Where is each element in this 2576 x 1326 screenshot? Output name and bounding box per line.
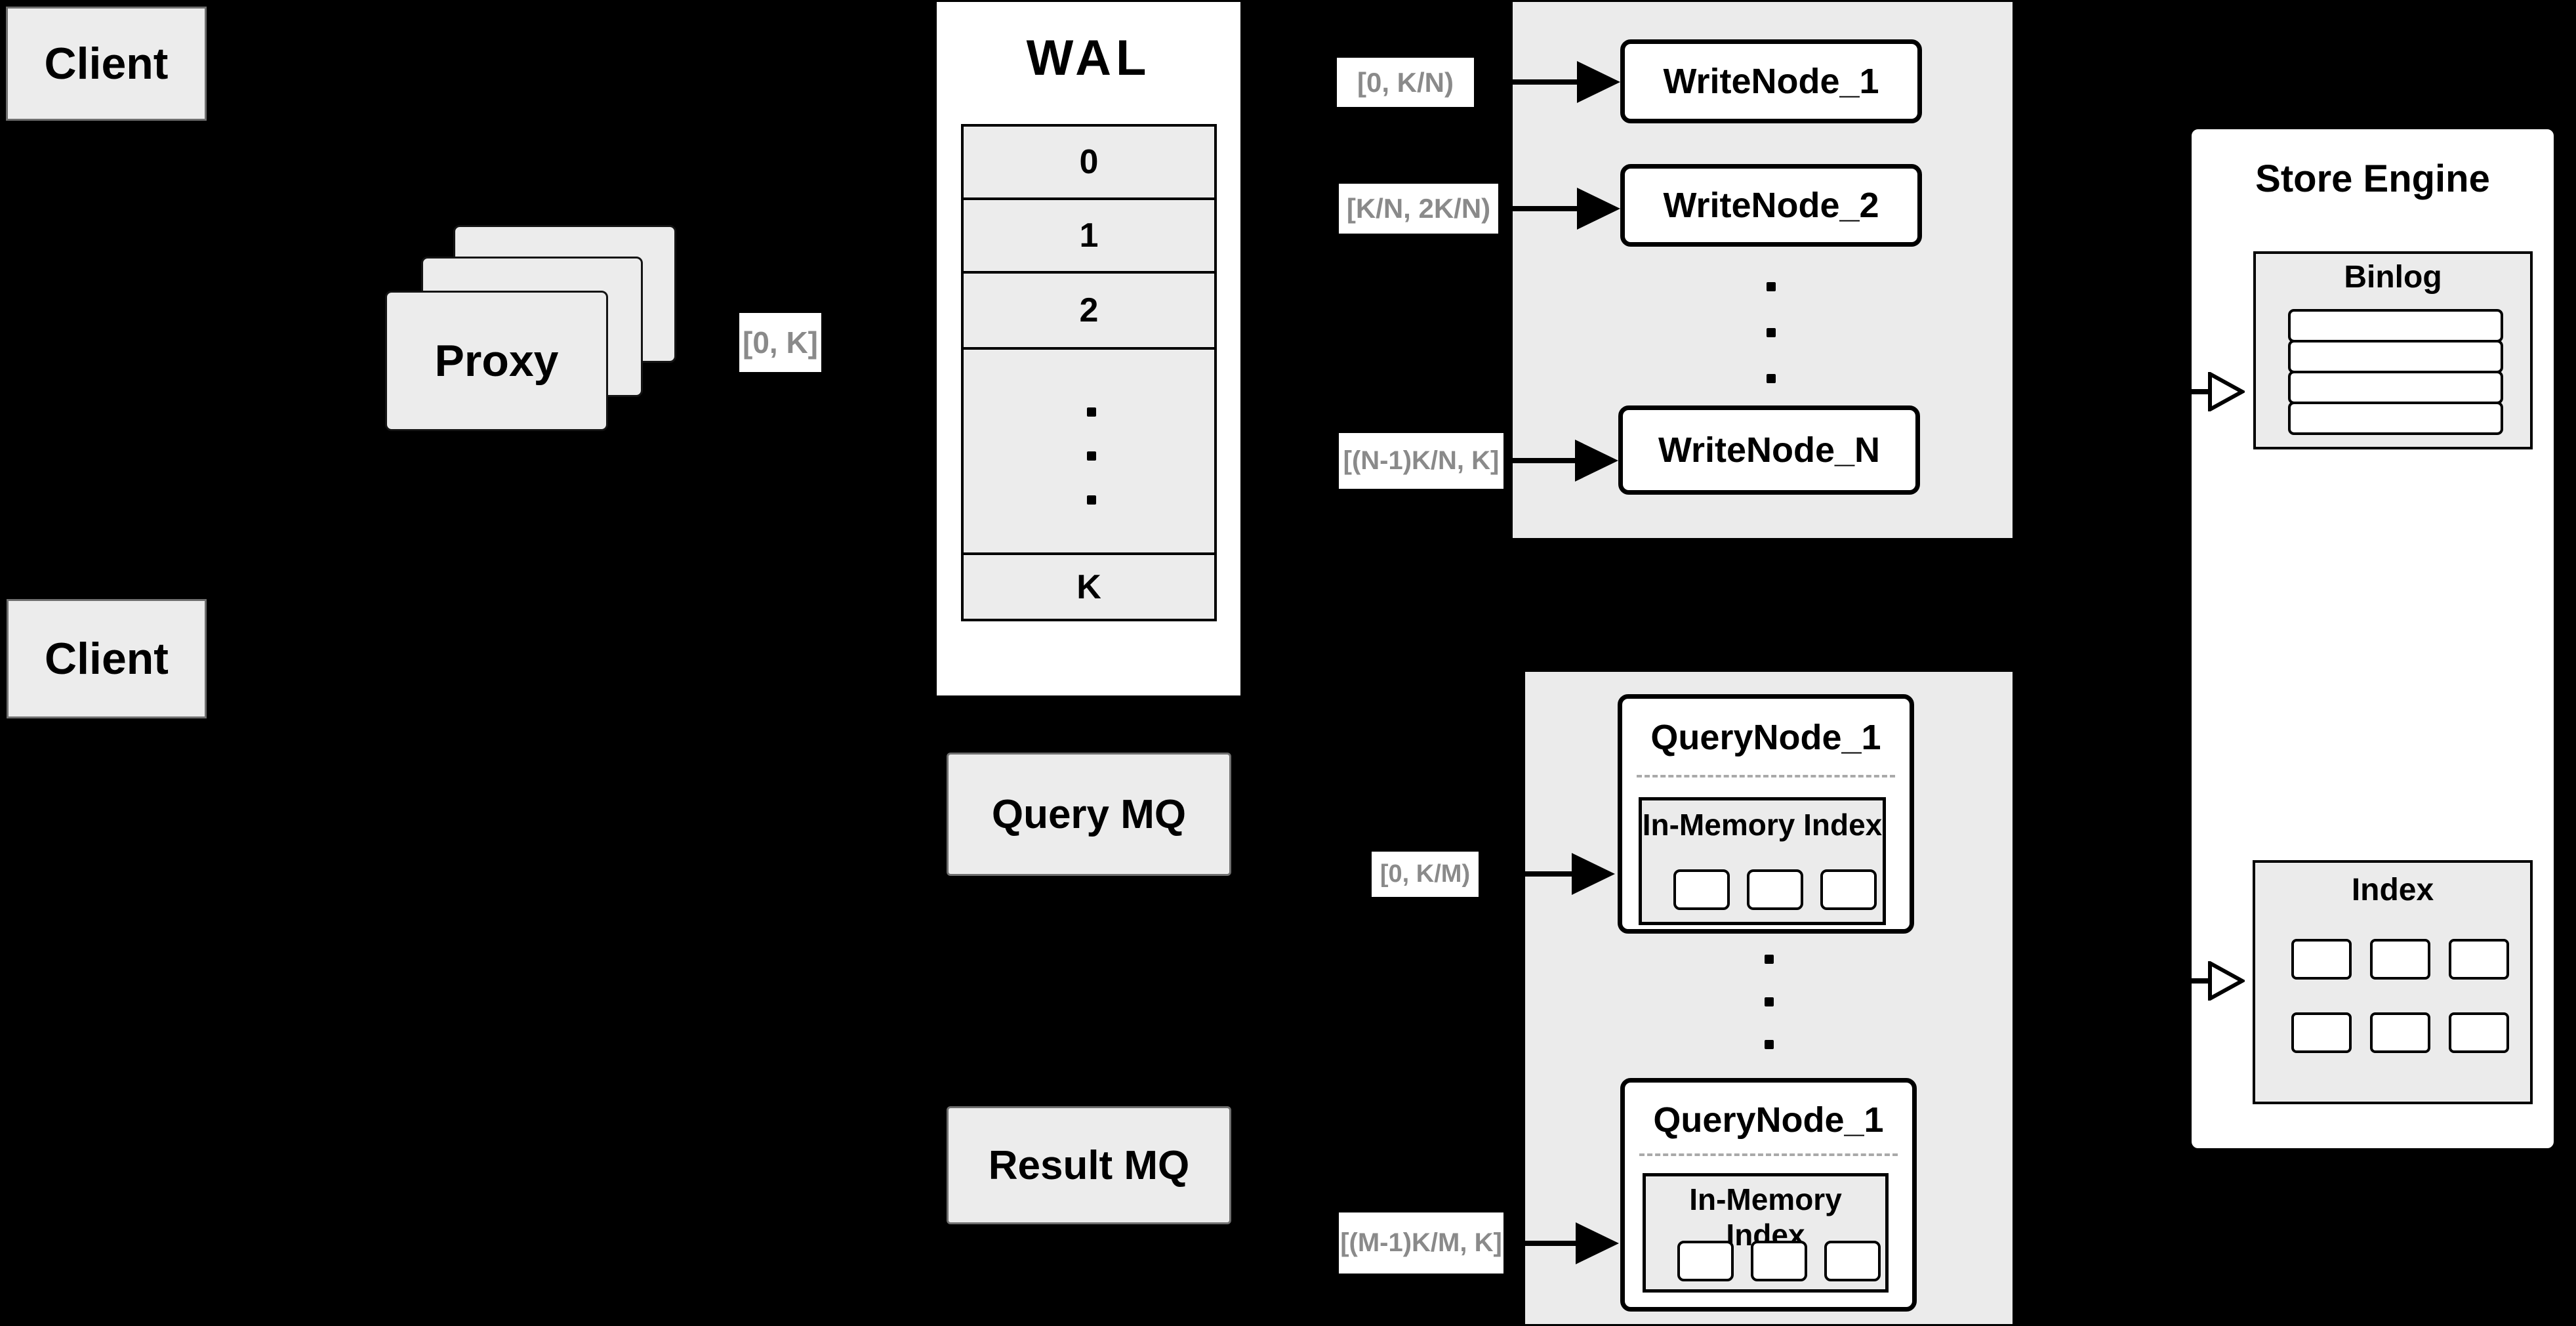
writenode-2-label: WriteNode_2 [1663, 186, 1879, 225]
arrow-to-writenode-n-head [1575, 440, 1618, 482]
arrow-to-writenode-n-shaft [1503, 458, 1576, 463]
store-engine-title: Store Engine [2255, 157, 2490, 200]
binlog-rows [2288, 309, 2503, 435]
querynode-top-divider [1637, 775, 1895, 777]
range-label-proxy-to-wal: [0, K] [739, 313, 821, 372]
arrow-to-querynode-bottom-head [1576, 1222, 1619, 1264]
client-top-node: Client [6, 7, 207, 121]
writenode-1: WriteNode_1 [1620, 39, 1922, 123]
range-label-querynode-top-text: [0, K/M) [1380, 860, 1471, 888]
wal-container: WAL 0 1 2 K [937, 2, 1240, 695]
writenode-ellipsis-dot-3 [1767, 374, 1776, 383]
range-label-writenode-2-text: [K/N, 2K/N) [1346, 193, 1491, 224]
querynode-bottom-segment-chip-3 [1824, 1241, 1881, 1281]
binlog-row-2 [2288, 340, 2503, 373]
writenode-n-label: WriteNode_N [1658, 430, 1881, 470]
wal-row-1: 1 [961, 197, 1217, 274]
index-chip-2 [2370, 939, 2430, 980]
querynode-ellipsis-dot-3 [1765, 1040, 1774, 1049]
range-label-writenode-n: [(N-1)K/N, K] [1339, 433, 1503, 489]
querynode-bottom-divider [1639, 1153, 1898, 1156]
query-mq-node: Query MQ [947, 753, 1231, 876]
range-label-writenode-n-text: [(N-1)K/N, K] [1343, 446, 1500, 475]
querynode-top-segment-chip-2 [1747, 869, 1803, 910]
arrow-to-querynode-top-head [1572, 853, 1615, 895]
index-box: Index [2253, 860, 2533, 1104]
wal-row-1-label: 1 [1079, 217, 1099, 255]
writenode-n: WriteNode_N [1618, 405, 1920, 495]
range-label-querynode-bottom: [(M-1)K/M, K] [1339, 1212, 1503, 1274]
range-label-writenode-1-text: [0, K/N) [1357, 66, 1454, 98]
querynode-top-inmemory-index: In-Memory Index [1639, 797, 1886, 925]
wal-ellipsis-dot-1 [1087, 407, 1096, 417]
writenode-ellipsis-dot-1 [1767, 282, 1776, 291]
range-label-proxy-to-wal-text: [0, K] [743, 325, 818, 360]
arrow-to-index-head [2208, 961, 2245, 1001]
wal-row-2: 2 [961, 271, 1217, 350]
index-chip-6 [2449, 1012, 2509, 1053]
wal-row-0: 0 [961, 124, 1217, 200]
querynode-top: QueryNode_1 In-Memory Index [1618, 694, 1914, 934]
querynode-bottom-segment-chip-2 [1751, 1241, 1807, 1281]
range-label-querynode-bottom-text: [(M-1)K/M, K] [1340, 1228, 1502, 1257]
binlog-title: Binlog [2344, 260, 2442, 295]
wal-title: WAL [1026, 30, 1151, 86]
wal-ellipsis-dot-2 [1087, 451, 1096, 461]
arrow-to-binlog-shaft [2125, 389, 2211, 394]
wal-table: 0 1 2 K [961, 124, 1217, 621]
writenode-1-label: WriteNode_1 [1663, 62, 1879, 101]
binlog-row-4 [2288, 402, 2503, 435]
arrow-to-binlog-head [2208, 372, 2245, 411]
index-title: Index [2351, 873, 2434, 907]
querynode-top-segment-chip-1 [1673, 869, 1730, 910]
result-mq-node: Result MQ [947, 1106, 1231, 1224]
querynode-bottom-segment-chip-1 [1677, 1241, 1734, 1281]
store-engine-container: Store Engine Binlog Index [2189, 127, 2556, 1151]
index-chip-1 [2291, 939, 2352, 980]
querynode-top-segment-chip-3 [1820, 869, 1877, 910]
querynode-bottom-title: QueryNode_1 [1653, 1100, 1884, 1140]
writenode-2: WriteNode_2 [1620, 164, 1922, 247]
querynode-bottom: QueryNode_1 In-Memory Index [1620, 1078, 1917, 1312]
proxy-node: Proxy [385, 291, 608, 431]
wal-row-ellipsis [961, 347, 1217, 555]
range-label-writenode-1: [0, K/N) [1337, 58, 1474, 107]
querynode-ellipsis-dot-1 [1765, 955, 1774, 964]
arrow-to-index-shaft [2125, 978, 2211, 984]
wal-row-0-label: 0 [1079, 143, 1099, 181]
wal-row-k-label: K [1076, 568, 1101, 606]
client-top-label: Client [44, 39, 169, 89]
index-chip-3 [2449, 939, 2509, 980]
arrow-to-writenode-2-head [1577, 188, 1620, 230]
range-label-querynode-top: [0, K/M) [1372, 852, 1479, 897]
client-bottom-label: Client [45, 634, 169, 684]
arrow-to-querynode-bottom-shaft [1503, 1241, 1577, 1246]
binlog-row-3 [2288, 371, 2503, 404]
querynode-bottom-inmemory-index: In-Memory Index [1643, 1173, 1889, 1293]
client-bottom-node: Client [7, 599, 207, 718]
index-chip-5 [2370, 1012, 2430, 1053]
wal-row-k: K [961, 552, 1217, 621]
index-chip-4 [2291, 1012, 2352, 1053]
result-mq-label: Result MQ [988, 1142, 1190, 1188]
arrow-to-querynode-top-shaft [1479, 871, 1572, 877]
arrow-to-writenode-1-shaft [1476, 79, 1578, 85]
binlog-box: Binlog [2253, 251, 2533, 449]
wal-row-2-label: 2 [1079, 291, 1099, 329]
query-mq-label: Query MQ [991, 791, 1187, 837]
binlog-row-1 [2288, 309, 2503, 342]
querynode-top-inmemory-title: In-Memory Index [1642, 808, 1883, 842]
querynode-top-title: QueryNode_1 [1650, 718, 1881, 757]
arrow-to-writenode-2-shaft [1498, 206, 1578, 211]
writenode-ellipsis-dot-2 [1767, 328, 1776, 337]
querynode-ellipsis-dot-2 [1765, 997, 1774, 1006]
proxy-label: Proxy [434, 336, 559, 386]
range-label-writenode-2: [K/N, 2K/N) [1339, 184, 1498, 234]
arrow-to-writenode-1-head [1577, 61, 1620, 103]
wal-ellipsis-dot-3 [1087, 495, 1096, 505]
